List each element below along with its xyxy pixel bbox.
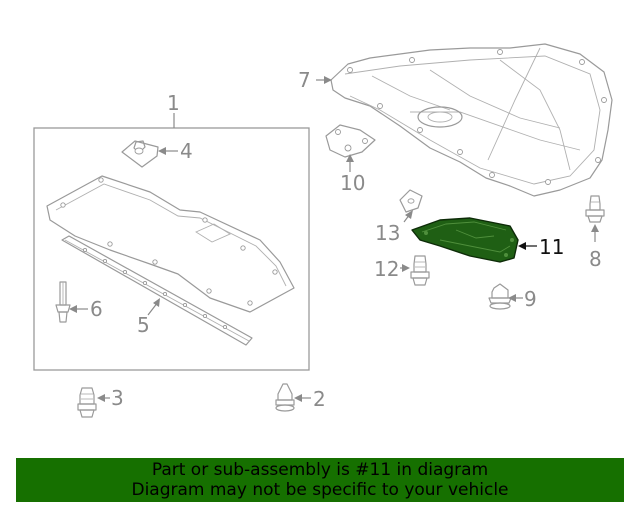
bolt-part-3 <box>77 387 97 418</box>
callout-9: 9 <box>524 287 537 311</box>
bolt-part-12 <box>410 255 430 286</box>
callout-11: 11 <box>539 235 564 259</box>
push-rivet-part-9 <box>488 283 512 310</box>
under-body-panel-part-7 <box>330 43 613 197</box>
push-rivet-part-2 <box>275 383 295 412</box>
callout-6: 6 <box>90 297 103 321</box>
callout-2: 2 <box>313 387 326 411</box>
callout-4: 4 <box>180 139 193 163</box>
info-banner: Part or sub-assembly is #11 in diagram D… <box>16 458 624 502</box>
banner-line-1: Part or sub-assembly is #11 in diagram <box>151 460 489 480</box>
banner-line-2: Diagram may not be specific to your vehi… <box>131 480 509 500</box>
assembly-box <box>33 127 310 371</box>
bracket-plate-part-10 <box>325 124 376 158</box>
callout-5: 5 <box>137 313 150 337</box>
push-clip-part-6 <box>55 281 71 323</box>
callout-1: 1 <box>167 91 180 115</box>
callout-7: 7 <box>298 68 311 92</box>
clip-nut-part-4 <box>121 140 159 168</box>
callout-13: 13 <box>375 221 400 245</box>
callout-3: 3 <box>111 386 124 410</box>
bolt-part-8 <box>585 195 605 223</box>
callout-8: 8 <box>589 247 602 271</box>
callout-12: 12 <box>374 257 399 281</box>
under-cover-panel <box>46 175 295 313</box>
clip-part-13 <box>399 189 423 213</box>
callout-10: 10 <box>340 171 365 195</box>
seal-strip-part-5 <box>61 235 253 346</box>
under-cover-part-11-highlighted[interactable] <box>411 217 519 263</box>
